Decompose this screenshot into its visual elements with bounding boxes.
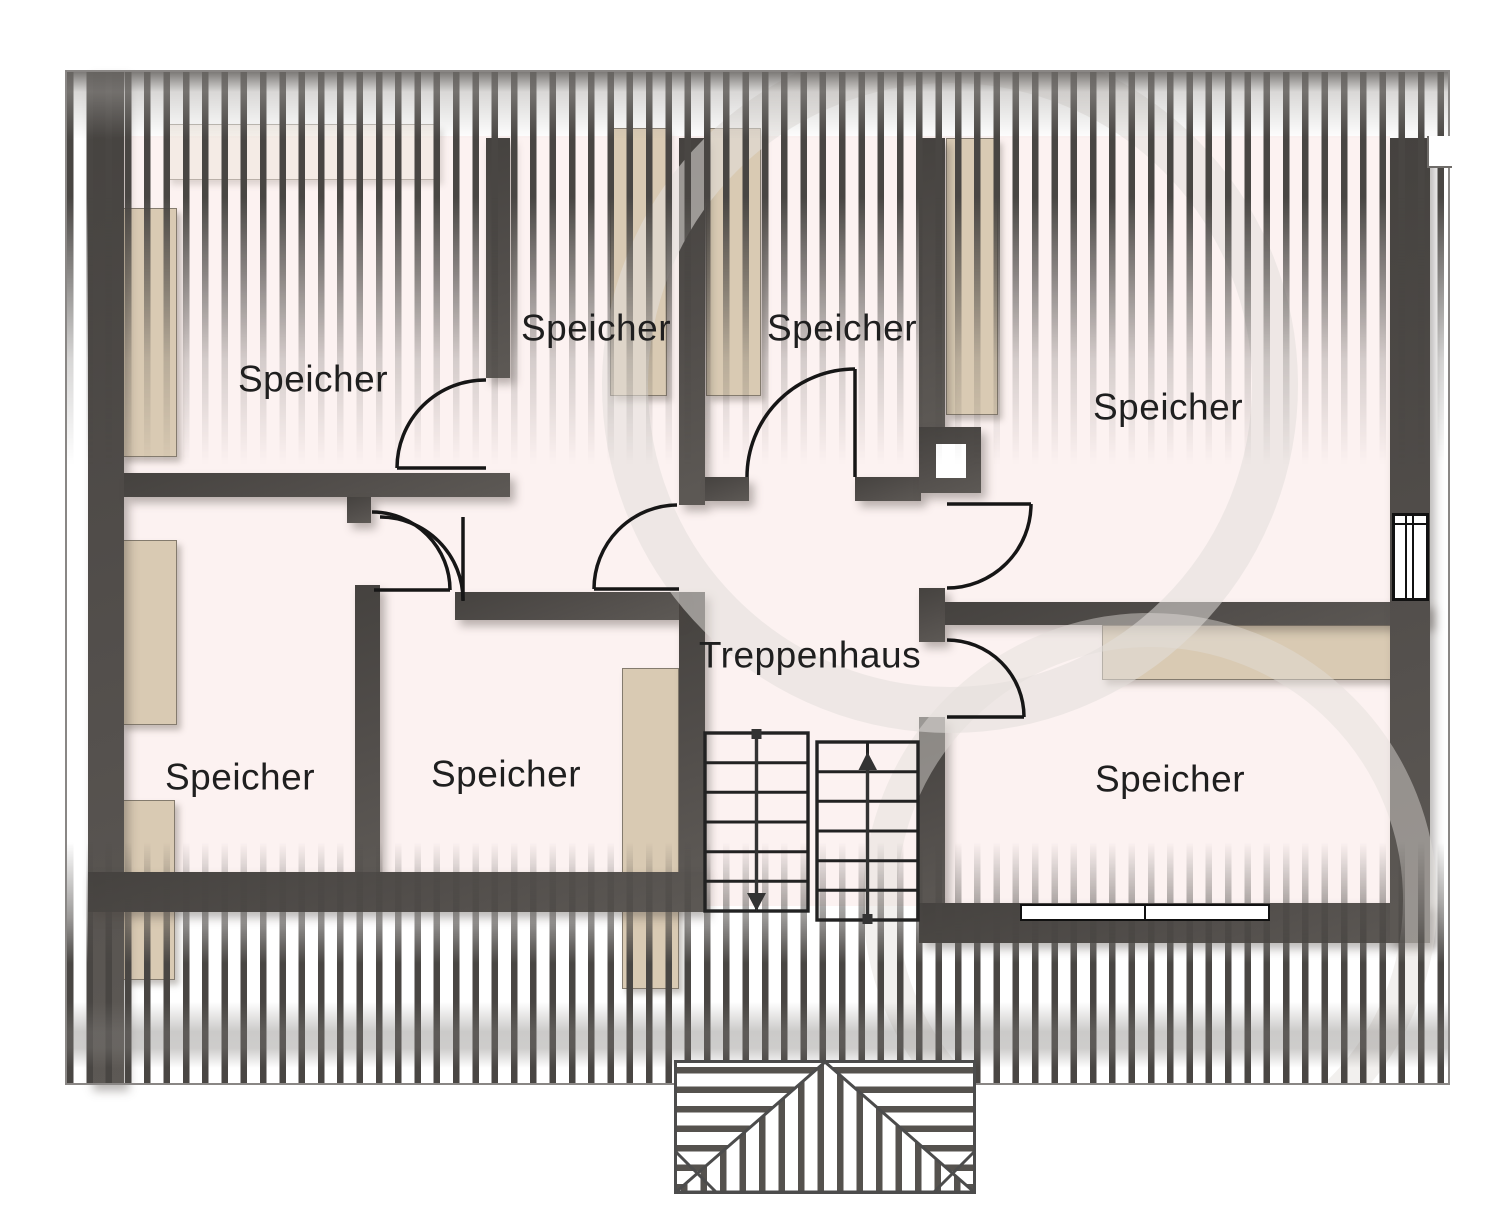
room-label-speicher-bottom-mid: Speicher: [430, 753, 582, 795]
room-label-treppenhaus: Treppenhaus: [698, 634, 922, 676]
dormer-roof: [674, 1060, 976, 1194]
plan-outer-frame: [65, 70, 1450, 1085]
room-label-speicher-top-mid-right: Speicher: [766, 307, 918, 349]
window-right-wall: [1392, 513, 1429, 601]
room-label-speicher-bottom-left: Speicher: [164, 756, 316, 798]
roof-shade-band: [67, 1002, 1448, 1068]
dormer-hip-lines: [674, 1150, 976, 1194]
room-label-speicher-top-mid-left: Speicher: [520, 307, 672, 349]
window-mullion: [1412, 516, 1414, 598]
room-label-speicher-top-left: Speicher: [237, 358, 389, 400]
window-mullion: [1405, 516, 1407, 598]
roof-step-notch: [1427, 136, 1452, 168]
window-mullion: [1395, 523, 1426, 525]
room-label-speicher-top-right: Speicher: [1092, 386, 1244, 428]
dormer-ridge-triangle: [674, 1060, 976, 1194]
room-label-speicher-bottom-right: Speicher: [1094, 758, 1246, 800]
window-bottom-wall: [1020, 904, 1270, 921]
window-mullion: [1144, 906, 1146, 919]
